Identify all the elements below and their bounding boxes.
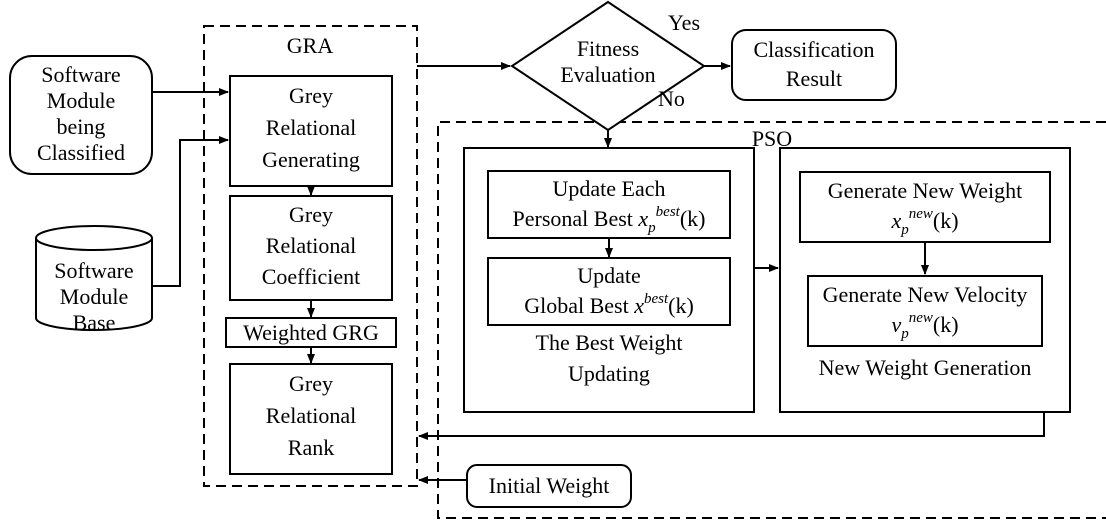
weighted-grg-label: Weighted GRG (243, 320, 379, 345)
initial-weight-box (466, 464, 632, 508)
new-velocity-line-2: vpnew(k) (891, 310, 958, 342)
generating-line-3: Generating (262, 147, 360, 172)
flow-connectors (152, 62, 1045, 484)
module-base-line-2: Module (60, 284, 128, 309)
best-weight-caption-line-2: Updating (568, 361, 650, 386)
grey-relational-generating-box (229, 75, 393, 187)
update-global-best-box (487, 257, 731, 326)
update-personal-best-box (487, 170, 731, 239)
module-input-line-1: Software (41, 62, 120, 87)
module-input-line-4: Classified (37, 140, 125, 165)
module-base-line-1: Software (54, 258, 133, 283)
classification-result-box (731, 29, 897, 101)
software-module-input-box (9, 55, 153, 175)
pso-group-frame (437, 121, 1106, 519)
global-best-line-1: Update (577, 263, 641, 288)
gra-title: GRA (287, 33, 334, 58)
coefficient-line-3: Coefficient (262, 264, 361, 289)
coefficient-line-1: Grey (289, 202, 333, 227)
generating-line-1: Grey (289, 83, 333, 108)
no-label: No (658, 86, 685, 111)
arrow-base-to-generating (152, 136, 229, 287)
best-weight-caption-line-1: The Best Weight (536, 330, 683, 355)
rank-line-1: Grey (289, 371, 333, 396)
module-input-line-2: Module (47, 88, 115, 113)
new-weight-line-2: xpnew(k) (890, 206, 958, 238)
grey-relational-coefficient-box (229, 195, 393, 301)
rank-line-3: Rank (288, 435, 334, 460)
new-velocity-line-1: Generate New Velocity (823, 282, 1028, 307)
grey-relational-rank-box (229, 363, 393, 475)
result-line-1: Classification (754, 37, 875, 62)
new-weight-line-1: Generate New Weight (828, 178, 1023, 203)
result-line-2: Result (786, 66, 842, 91)
module-base-line-3: Base (73, 310, 116, 335)
database-cylinder-icon (35, 225, 153, 331)
generate-new-velocity-box (807, 275, 1043, 347)
module-input-line-3: being (57, 114, 106, 139)
weighted-grg-box (225, 317, 397, 348)
new-weight-caption: New Weight Generation (819, 355, 1032, 380)
personal-best-line-1: Update Each (553, 176, 666, 201)
global-best-line-2: Global Best xbest(k) (524, 291, 694, 318)
fitness-line-2: Evaluation (560, 62, 655, 87)
yes-label: Yes (668, 10, 700, 35)
fitness-line-1: Fitness (577, 36, 639, 61)
generate-new-weight-box (799, 171, 1051, 243)
coefficient-line-2: Relational (266, 233, 356, 258)
rank-line-2: Relational (266, 403, 356, 428)
generating-line-2: Relational (266, 115, 356, 140)
initial-weight-label: Initial Weight (489, 473, 610, 498)
arrow-feedback-to-gra (418, 412, 1045, 440)
pso-title: PSO (752, 126, 792, 151)
personal-best-line-2: Personal Best xpbest(k) (513, 204, 706, 236)
